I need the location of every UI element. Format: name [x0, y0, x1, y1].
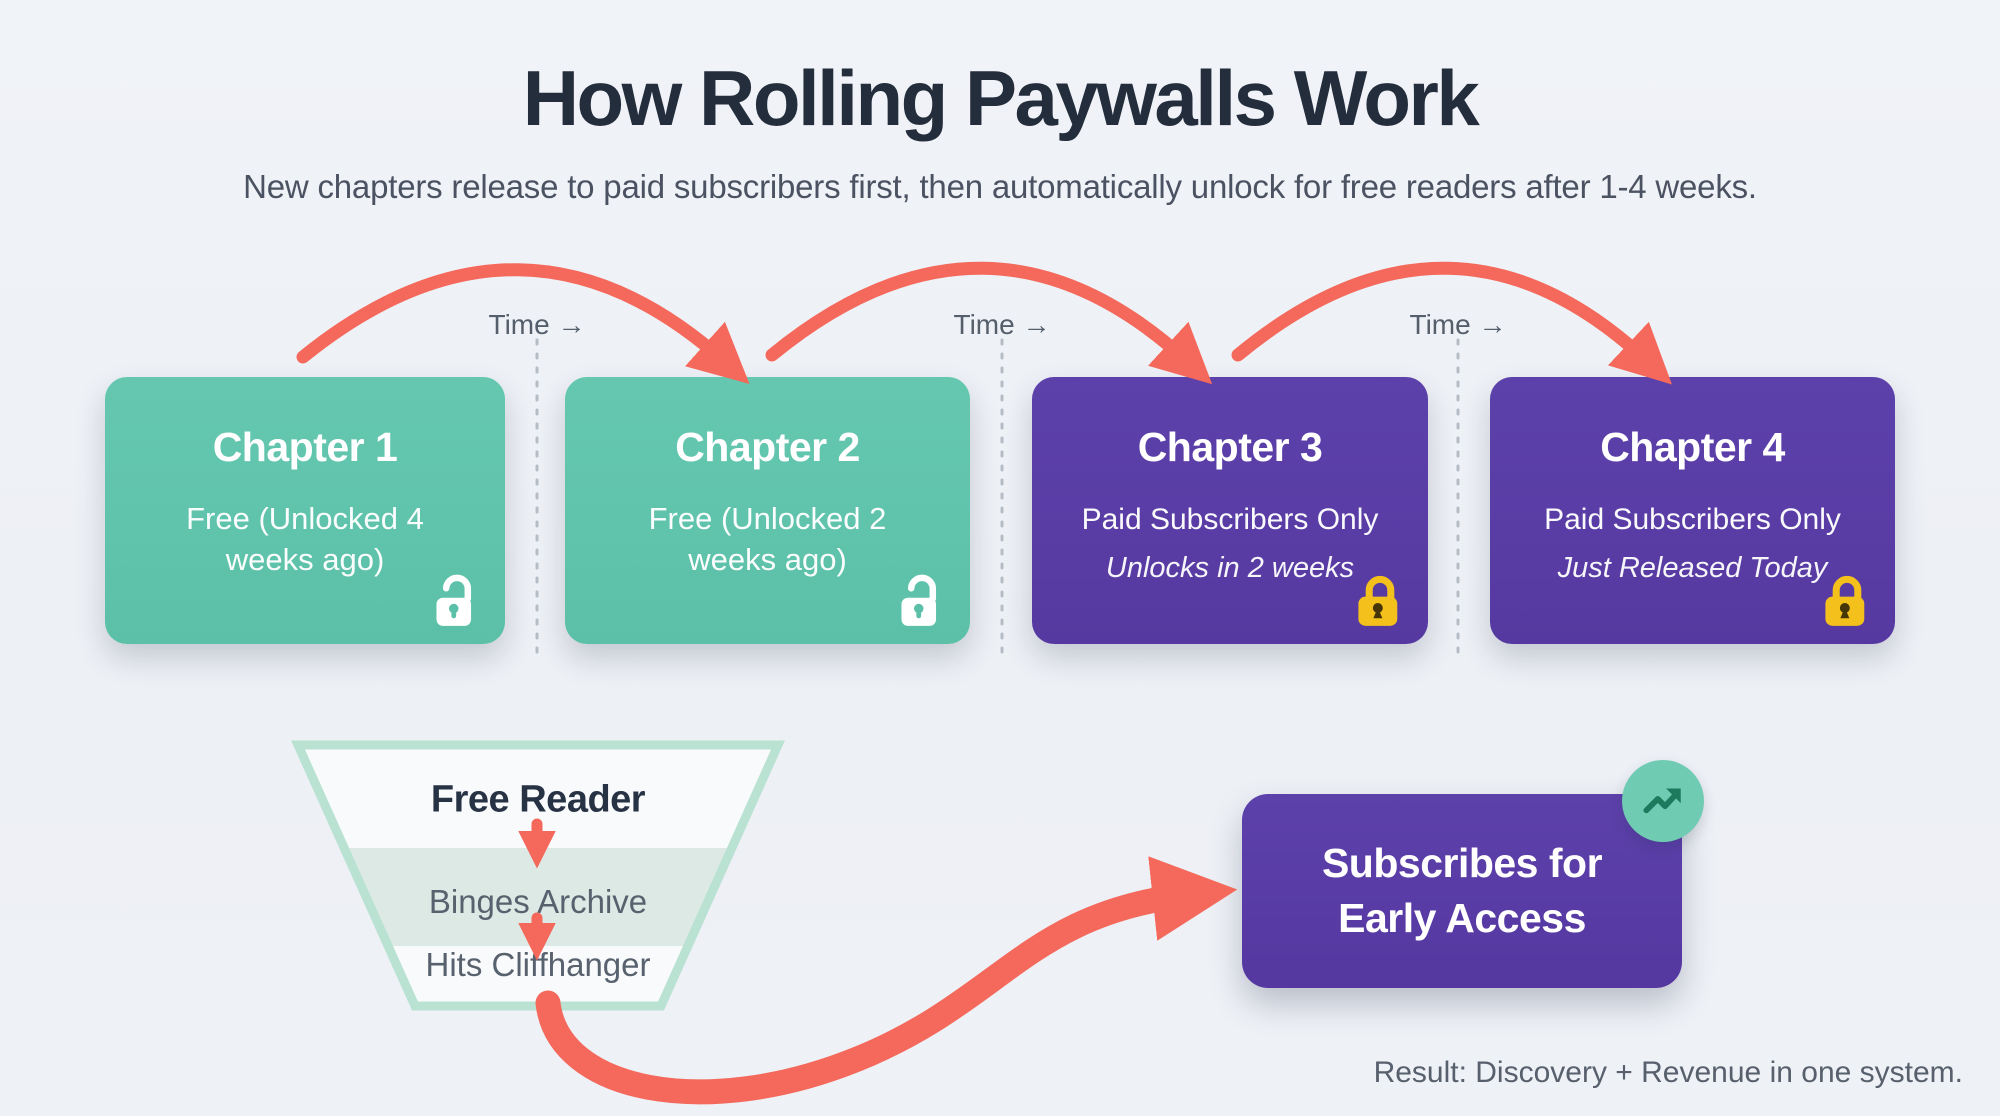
chapter-note: Unlocks in 2 weeks	[1105, 552, 1355, 584]
closed-padlock-icon	[1825, 575, 1865, 626]
chapter-3-card: Chapter 3 Paid Subscribers Only Unlocks …	[1032, 377, 1428, 644]
chapter-1-card: Chapter 1 Free (Unlocked 4 weeks ago)	[105, 377, 505, 644]
chapter-note: Just Released Today	[1557, 552, 1828, 584]
chapter-title: Chapter 3	[1137, 424, 1323, 470]
time-label-3: Time →	[1409, 309, 1507, 340]
chapter-4-card: Chapter 4 Paid Subscribers Only Just Rel…	[1490, 377, 1895, 644]
chapter-title: Chapter 2	[675, 424, 860, 470]
time-label-2: Time →	[953, 309, 1051, 340]
chapter-status: Free (Unlocked 2 weeks ago)	[648, 501, 887, 577]
chapter-status: Paid Subscribers Only	[1081, 503, 1379, 536]
chapter-status: Paid Subscribers Only	[1544, 503, 1841, 536]
page-subtitle: New chapters release to paid subscribers…	[243, 168, 1757, 205]
funnel-stage-hits-cliffhanger: Hits Cliffhanger	[425, 946, 651, 983]
chapter-2-card: Chapter 2 Free (Unlocked 2 weeks ago)	[565, 377, 970, 644]
closed-padlock-icon	[1358, 575, 1398, 626]
chapter-title: Chapter 4	[1600, 424, 1785, 470]
chapter-title: Chapter 1	[212, 424, 398, 470]
growth-badge	[1622, 760, 1704, 842]
open-padlock-icon	[901, 574, 937, 626]
chapter-status: Free (Unlocked 4 weeks ago)	[186, 501, 424, 577]
subscribes-early-access-box: Subscribes for Early Access	[1242, 794, 1682, 988]
result-text: Result: Discovery + Revenue in one syste…	[1373, 1056, 1963, 1089]
conversion-arrow	[535, 856, 1238, 1105]
open-padlock-icon	[436, 574, 472, 626]
funnel-title: Free Reader	[430, 778, 646, 821]
time-label-1: Time →	[488, 309, 586, 340]
outcome-line-1: Subscribes for	[1321, 840, 1603, 886]
trending-up-icon	[1643, 788, 1681, 814]
outcome-line-2: Early Access	[1338, 895, 1586, 941]
page-title: How Rolling Paywalls Work	[522, 54, 1480, 142]
funnel-stage-binges-archive: Binges Archive	[428, 883, 648, 920]
